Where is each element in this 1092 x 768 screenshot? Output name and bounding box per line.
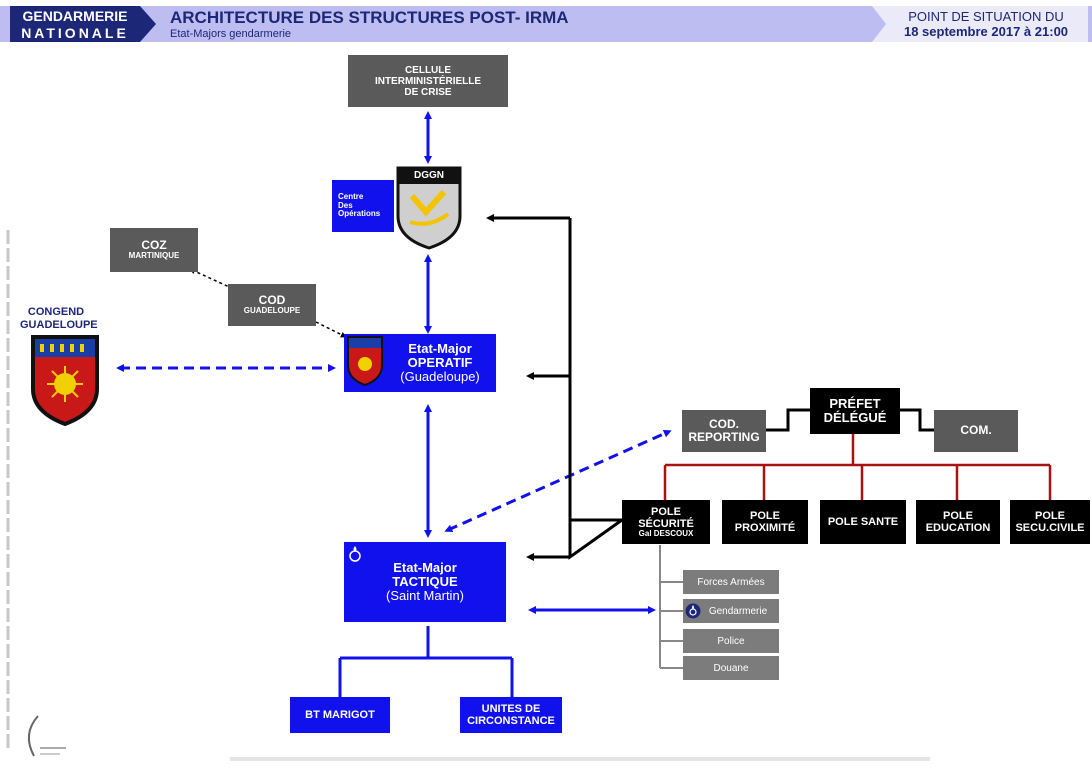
logo-line-2: NATIONALE [21,25,129,41]
cellule-line-1: CELLULE [404,64,452,76]
cod-subtitle: GUADELOUPE [243,306,301,316]
centre-line-2: Des [338,200,353,210]
dggn-label: DGGN [414,170,444,181]
pole-proximite-line-1: POLE [750,509,780,522]
centre-des-operations: Centre Des Opérations [332,180,394,232]
gendarmerie-logo: GENDARMERIE NATIONALE [10,6,140,42]
link-cod-operatif [315,321,347,338]
pole-education-line-1: POLE [943,509,973,522]
page-title: ARCHITECTURE DES STRUCTURES POST- IRMA [170,8,569,27]
pole-secu-civile: POLE SECU.CIVILE [1010,500,1090,544]
cellule-line-3: DE CRISE [404,86,452,98]
pole-proximite-line-2: PROXIMITÉ [734,522,796,534]
douane-service: Douane [683,656,779,680]
page-subtitle: Etat-Majors gendarmerie [170,28,292,40]
cellule-interministerielle: CELLULE INTERMINISTÉRIELLE DE CRISE [348,55,508,107]
pole-education: POLE EDUCATION [916,500,1000,544]
pole-secu-civile-line-2: SECU.CIVILE [1015,522,1085,534]
com: COM. [934,410,1018,452]
coz-subtitle: MARTINIQUE [128,251,180,261]
logo-arrow-shape [140,6,156,42]
date-value: 18 septembre 2017 à 21:00 [903,24,1069,39]
centre-line-1: Centre [338,191,364,201]
forces-armees-label: Forces Armées [697,576,765,588]
cod-guadeloupe: COD GUADELOUPE [228,284,316,326]
cellule-line-2: INTERMINISTÉRIELLE [374,75,482,87]
unites-line-2: CIRCONSTANCE [467,715,555,727]
pole-sante: POLE SANTE [820,500,906,544]
douane-label: Douane [713,662,749,674]
date-label: POINT DE SITUATION DU [908,9,1064,24]
side-fine-print [6,230,10,750]
dggn-node: DGGN [396,166,462,250]
link-securite-bracket [568,218,623,560]
congend-line-1: CONGEND [27,306,85,318]
date-arrow-shape [872,6,886,42]
prefet-line-2: DÉLÉGUÉ [823,410,887,425]
unites-line-1: UNITES DE [481,702,541,715]
link-prefet-poles [663,432,1052,500]
congend-line-2: GUADELOUPE [20,318,98,331]
forces-armees: Forces Armées [683,570,779,594]
congend-guadeloupe-label: CONGEND GUADELOUPE [20,306,98,331]
link-tactique-units [338,626,514,697]
centre-line-3: Opérations [338,209,381,219]
tactique-line-3: (Saint Martin) [385,588,465,604]
reporting-line-2: REPORTING [688,430,760,444]
header: GENDARMERIE NATIONALE ARCHITECTURE DES S… [0,0,1092,48]
pole-securite-line-2: SÉCURITÉ [638,517,694,530]
pole-proximite: POLE PROXIMITÉ [722,500,808,544]
tactique-line-1: Etat-Major [393,559,457,575]
bt-marigot-label: BT MARIGOT [305,708,375,721]
operatif-line-2: OPERATIF [407,354,473,370]
pole-securite-line-3: Gal DESCOUX [638,528,694,538]
gendarmerie-service: Gendarmerie [683,599,779,623]
guadeloupe-crest-icon [31,335,99,426]
cod-title: COD [258,293,286,307]
prefet-line-1: PRÉFET [829,395,881,411]
bt-marigot: BT MARIGOT [290,697,390,733]
police-service: Police [683,629,779,653]
coz-title: COZ [141,238,167,252]
gendarmerie-badge-icon [685,603,701,619]
gendarmerie-service-label: Gendarmerie [708,605,768,617]
unites-de-circonstance: UNITES DE CIRCONSTANCE [460,697,562,733]
link-coz-cod [189,268,237,291]
coz-martinique: COZ MARTINIQUE [110,228,198,272]
com-label: COM. [960,423,992,438]
pole-securite: POLE SÉCURITÉ Gal DESCOUX [622,500,710,544]
gendarmerie-grenade-icon [349,546,361,562]
logo-line-1: GENDARMERIE [22,8,128,24]
operatif-line-1: Etat-Major [408,340,472,356]
link-prefet-reporting [765,408,810,432]
operatif-line-3: (Guadeloupe) [400,369,480,385]
link-prefet-com [900,408,934,432]
police-label: Police [717,635,745,647]
pole-sante-label: POLE SANTE [827,515,899,528]
cod-reporting: COD. REPORTING [682,410,766,452]
prefet-delegue: PRÉFET DÉLÉGUÉ [810,388,900,434]
link-tactique-reporting [444,429,672,533]
etat-major-tactique: Etat-Major TACTIQUE (Saint Martin) [344,542,506,622]
link-securite-services [659,545,683,669]
reporting-line-1: COD. [709,416,739,431]
footer-fine-print [230,757,930,761]
bottom-left-logo-icon [27,715,66,757]
pole-secu-civile-line-1: POLE [1035,509,1065,522]
date-panel [872,6,1088,42]
dggn-shield-icon [396,166,462,250]
operatif-crest-icon [347,336,383,387]
pole-education-line-2: EDUCATION [925,522,991,534]
pole-securite-line-1: POLE [651,505,681,518]
tactique-line-2: TACTIQUE [392,573,458,589]
